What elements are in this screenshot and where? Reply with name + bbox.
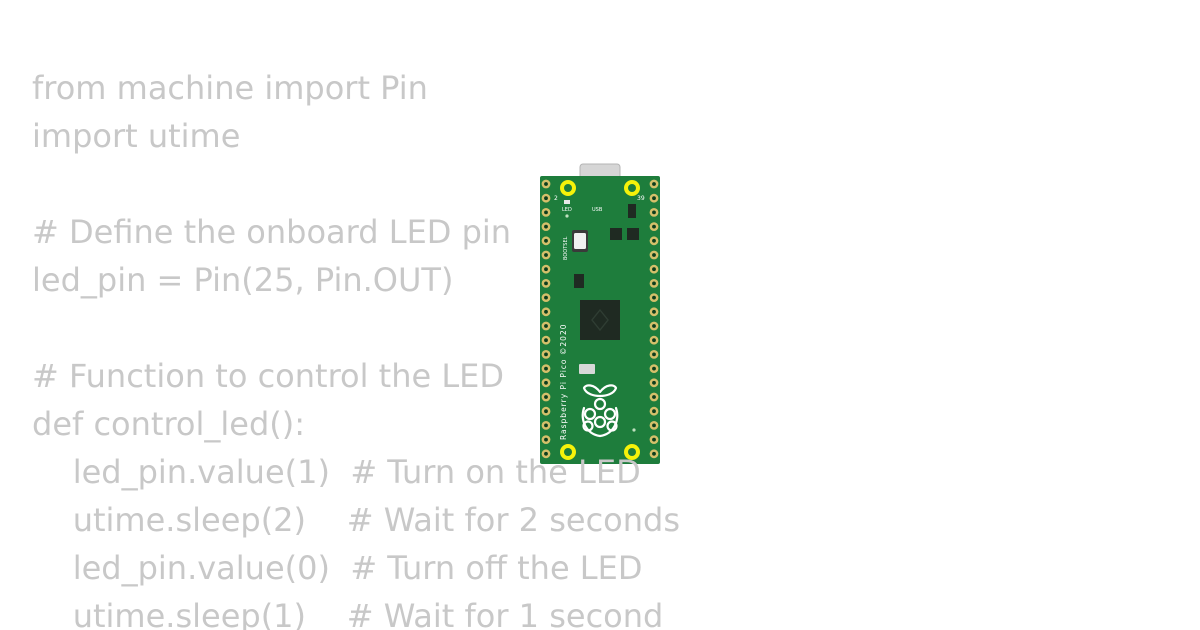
raspberry-pi-pico-board[interactable]: 2 39 LED USB BOOTSEL Raspberry Pi Pico ©…	[536, 160, 664, 470]
code-line	[32, 160, 680, 208]
chip-logo-icon	[591, 308, 609, 332]
pin-hole	[544, 338, 548, 343]
code-line	[32, 304, 680, 352]
pin-hole	[652, 253, 656, 257]
crystal	[579, 364, 595, 374]
pin-hole	[652, 395, 656, 399]
pin-hole	[544, 253, 548, 257]
code-line: import utime	[32, 117, 241, 155]
component-u1	[628, 204, 636, 218]
pin-hole	[652, 238, 656, 243]
pin-hole	[544, 423, 548, 428]
pin-hole	[652, 380, 656, 385]
pin-number-label-left: 2	[554, 195, 558, 202]
pin-hole	[544, 451, 548, 456]
code-line: led_pin.value(0) # Turn off the LED	[32, 549, 643, 587]
pin-hole	[652, 366, 656, 371]
component-u4	[574, 274, 584, 288]
onboard-led	[564, 200, 570, 204]
pin-hole	[652, 409, 656, 414]
left-pin-header	[541, 179, 551, 459]
pin-hole	[544, 409, 548, 414]
bootsel-label: BOOTSEL	[563, 236, 569, 260]
pin-hole	[544, 196, 548, 201]
pin-hole	[544, 352, 548, 357]
test-point	[565, 214, 569, 218]
bootsel-button[interactable]	[574, 233, 586, 249]
pin-hole	[652, 324, 656, 328]
code-line: # Function to control the LED	[32, 357, 505, 395]
pin-hole	[544, 182, 548, 186]
pin-hole	[544, 295, 548, 300]
test-point-2	[632, 428, 636, 432]
pin-hole	[652, 437, 656, 442]
pin-hole	[544, 437, 548, 442]
pin-hole	[652, 196, 656, 201]
pin-hole	[652, 224, 656, 229]
code-line: def control_led():	[32, 405, 305, 443]
raspberry-pi-logo-icon	[581, 384, 619, 438]
code-line: # Define the onboard LED pin	[32, 213, 512, 251]
pin-hole	[652, 451, 656, 456]
pin-hole	[652, 182, 656, 186]
led-label: LED	[562, 207, 572, 213]
code-line: from machine import Pin	[32, 69, 428, 107]
pin-hole	[544, 366, 548, 371]
pin-hole	[544, 324, 548, 328]
component-u3	[627, 228, 639, 240]
pin-hole	[544, 238, 548, 243]
pin-hole	[544, 309, 548, 314]
pin-number-label-right: 39	[637, 195, 645, 202]
code-line: led_pin = Pin(25, Pin.OUT)	[32, 261, 454, 299]
pin-hole	[652, 309, 656, 314]
pin-hole	[544, 210, 548, 215]
pin-hole	[652, 210, 656, 215]
pin-hole	[544, 395, 548, 399]
pin-hole	[544, 267, 548, 272]
pin-hole	[652, 338, 656, 343]
pin-hole	[544, 281, 548, 286]
usb-label: USB	[592, 207, 603, 213]
pin-hole	[652, 267, 656, 272]
board-name-label: Raspberry Pi Pico ©2020	[559, 324, 568, 441]
code-line: led_pin.value(1) # Turn on the LED	[32, 453, 641, 491]
pin-hole	[652, 295, 656, 300]
pin-hole	[652, 352, 656, 357]
right-pin-header	[649, 179, 659, 459]
code-line: utime.sleep(2) # Wait for 2 seconds	[32, 501, 680, 539]
pin-hole	[544, 224, 548, 229]
mounting-holes	[560, 180, 640, 460]
rp2040-chip	[580, 300, 620, 340]
code-editor[interactable]: from machine import Pin import utime # Def…	[32, 64, 680, 630]
pin-hole	[652, 423, 656, 428]
pin-hole	[544, 380, 548, 385]
pin-hole	[652, 281, 656, 286]
component-u2	[610, 228, 622, 240]
code-line: utime.sleep(1) # Wait for 1 second	[32, 597, 664, 630]
